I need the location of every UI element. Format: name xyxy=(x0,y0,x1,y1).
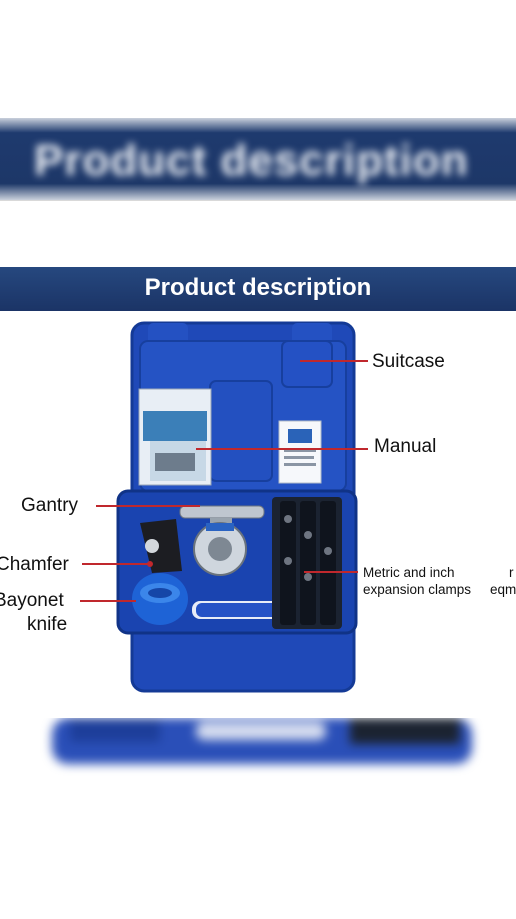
metric-label-1: Metric and inch xyxy=(363,565,455,580)
pointer-lines xyxy=(80,360,368,602)
cut-text-2: eqm xyxy=(490,582,516,597)
toolkit-image xyxy=(80,321,368,693)
expansion-clamps xyxy=(272,497,342,629)
pipe-cutter xyxy=(132,573,188,625)
manual-label: Manual xyxy=(374,436,437,457)
chamfer-tool xyxy=(140,519,182,573)
suitcase-label: Suitcase xyxy=(372,351,445,372)
chamfer-label: Chamfer xyxy=(0,554,69,575)
product-card: Product description xyxy=(0,200,516,720)
metric-label-2: expansion clamps xyxy=(363,582,472,597)
blurred-bottom xyxy=(0,718,516,919)
blurred-banner: Product description xyxy=(0,118,516,200)
blurred-banner-title: Product description xyxy=(34,136,469,185)
warranty-card xyxy=(278,420,322,484)
cut-text-1: r xyxy=(509,565,514,580)
gantry-label: Gantry xyxy=(21,495,79,516)
title-bar: Product description xyxy=(0,267,516,311)
bayonet-label-2: knife xyxy=(27,614,68,635)
bayonet-label-1: Bayonet xyxy=(0,590,64,611)
product-description-title: Product description xyxy=(144,274,372,301)
blurred-case-edge xyxy=(52,718,472,764)
flaring-tool xyxy=(179,505,265,576)
manual-booklet xyxy=(138,388,212,486)
